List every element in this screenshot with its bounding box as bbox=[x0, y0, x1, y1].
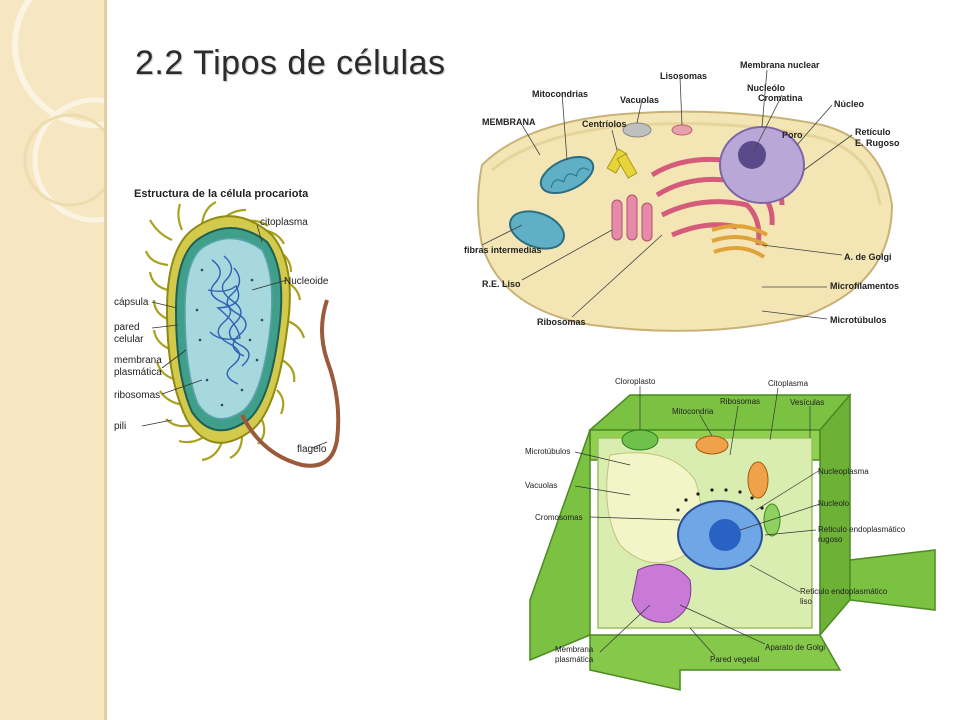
label-golgi: A. de Golgi bbox=[844, 252, 892, 262]
decorative-side-band bbox=[0, 0, 107, 720]
label-cromosomas: Cromosomas bbox=[535, 513, 583, 522]
slide-title: 2.2 Tipos de células bbox=[135, 44, 446, 82]
prokaryote-heading: Estructura de la célula procariota bbox=[134, 188, 309, 200]
label-rel-1: Reticulo endoplasmático bbox=[800, 587, 888, 596]
label-ribosomas: ribosomas bbox=[114, 390, 160, 401]
label-cromatina: Cromatina bbox=[758, 93, 804, 103]
vacuole bbox=[622, 122, 652, 138]
label-cloroplasto: Cloroplasto bbox=[615, 377, 656, 386]
label-pared-1: pared bbox=[114, 322, 140, 333]
prokaryote-diagram: Estructura de la célula procariota bbox=[114, 188, 341, 468]
label-membrana: MEMBRANA bbox=[482, 117, 536, 127]
plant-vesicle bbox=[763, 503, 781, 537]
plant-cell-diagram: Cloroplasto Citoplasma Ribosomas Mitocon… bbox=[525, 377, 936, 691]
centrioles bbox=[606, 148, 638, 179]
golgi bbox=[711, 224, 769, 259]
label-nucleolo: Nucleolo bbox=[818, 499, 850, 508]
label-microtubulos: Microtúbulos bbox=[830, 315, 887, 325]
label-pared: Pared vegetal bbox=[710, 655, 760, 664]
label-citoplasma: Citoplasma bbox=[768, 379, 809, 388]
label-ribosomas: Ribosomas bbox=[537, 317, 586, 327]
label-membrana-2: plasmática bbox=[114, 367, 162, 378]
smooth-er bbox=[611, 194, 653, 242]
label-capsula: cápsula bbox=[114, 297, 149, 308]
label-rer-2: rugoso bbox=[818, 535, 843, 544]
label-poro: Poro bbox=[782, 130, 803, 140]
label-fibras: fibras intermedias bbox=[464, 245, 542, 255]
plant-nucleolus bbox=[709, 519, 741, 551]
nucleolus bbox=[738, 141, 766, 169]
label-membrana-1: Membrana bbox=[555, 645, 594, 654]
nucleoid bbox=[207, 255, 250, 385]
label-flagelo: flagelo bbox=[297, 444, 327, 455]
label-nucleo: Núcleo bbox=[834, 99, 865, 109]
ribosome-dots bbox=[195, 268, 264, 407]
label-vacuolas: Vacuolas bbox=[620, 95, 659, 105]
label-citoplasma: citoplasma bbox=[260, 217, 308, 228]
label-lisosomas: Lisosomas bbox=[660, 71, 707, 81]
label-mitocondria: Mitocondria bbox=[672, 407, 714, 416]
label-membrana-nuclear: Membrana nuclear bbox=[740, 60, 820, 70]
label-microtubulos: Microtúbulos bbox=[525, 447, 570, 456]
label-golgi: Aparato de Golgi bbox=[765, 643, 825, 652]
label-reticulo-1: Retículo bbox=[855, 127, 891, 137]
plant-mitochondrion-2 bbox=[747, 461, 769, 499]
label-pili: pili bbox=[114, 421, 126, 432]
label-vesiculas: Vesículas bbox=[790, 398, 824, 407]
label-membrana-1: membrana bbox=[114, 355, 162, 366]
label-vacuolas: Vacuolas bbox=[525, 481, 557, 490]
chloroplast bbox=[621, 429, 659, 451]
label-pared-2: celular bbox=[114, 334, 144, 345]
label-nucleoplasma: Nucleoplasma bbox=[818, 467, 869, 476]
label-ribosomas: Ribosomas bbox=[720, 397, 760, 406]
flagellum bbox=[240, 299, 341, 468]
lysosome bbox=[671, 124, 693, 136]
label-rel-2: liso bbox=[800, 597, 813, 606]
label-rer-1: Reticulo endoplasmático bbox=[818, 525, 906, 534]
label-nucleolo: Nucleólo bbox=[747, 83, 786, 93]
label-centriolos: Centríolos bbox=[582, 119, 627, 129]
label-microfilamentos: Microfilamentos bbox=[830, 281, 899, 291]
label-re-liso: R.E. Liso bbox=[482, 279, 521, 289]
label-reticulo-2: E. Rugoso bbox=[855, 138, 900, 148]
decorative-circles bbox=[12, 0, 104, 223]
cytoplasm bbox=[184, 237, 273, 420]
label-mitocondrias: Mitocondrias bbox=[532, 89, 588, 99]
mitochondria bbox=[509, 155, 595, 250]
label-membrana-2: plasmática bbox=[555, 655, 594, 664]
label-nucleoide: Nucleoide bbox=[284, 276, 329, 287]
plant-mitochondrion bbox=[695, 435, 729, 455]
animal-cell-diagram: Mitocondrias Lisosomas Membrana nuclear … bbox=[464, 60, 900, 332]
